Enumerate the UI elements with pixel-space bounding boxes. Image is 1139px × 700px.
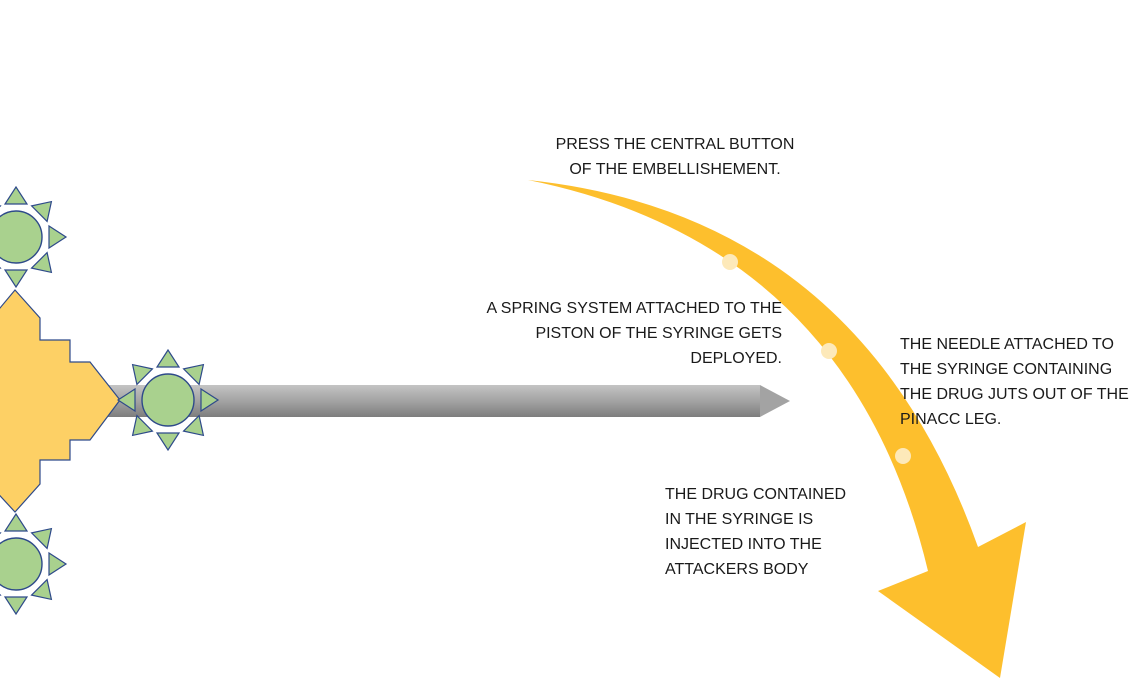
- arrow-dot-3: [895, 448, 911, 464]
- step-4-label: THE DRUG CONTAINED IN THE SYRINGE IS INJ…: [665, 486, 847, 578]
- gear-spike: [48, 224, 68, 250]
- arrow-dot-2: [821, 343, 837, 359]
- gear-bottom: [0, 512, 68, 616]
- step-2-label: A SPRING SYSTEM ATTACHED TO THE PISTON O…: [486, 300, 782, 367]
- gear-spike: [116, 387, 136, 413]
- gear-spike: [48, 551, 68, 577]
- gear-spike: [131, 414, 154, 437]
- gear-spike: [131, 363, 154, 386]
- gear-spike: [155, 348, 181, 368]
- step-3-label: THE NEEDLE ATTACHED TO THE SYRINGE CONTA…: [900, 336, 1129, 428]
- gear-spike: [3, 512, 29, 532]
- gear-middle: [116, 348, 220, 452]
- gear-spike: [155, 432, 181, 452]
- step-1-label: PRESS THE CENTRAL BUTTON OF THE EMBELLIS…: [555, 136, 795, 178]
- gear-spike: [30, 527, 53, 550]
- gear-hub: [0, 537, 43, 591]
- needle-tip: [760, 385, 790, 417]
- gear-spike: [3, 596, 29, 616]
- gear-hub: [0, 210, 43, 264]
- gear-spike: [30, 251, 53, 274]
- gear-spike: [182, 363, 205, 386]
- gear-spike: [30, 578, 53, 601]
- gear-spike: [182, 414, 205, 437]
- curved-process-arrow: [528, 180, 1026, 678]
- gear-spike: [3, 185, 29, 205]
- gear-spike: [200, 387, 220, 413]
- arrow-dot-1: [722, 254, 738, 270]
- gear-spike: [30, 200, 53, 223]
- gear-top: [0, 185, 68, 289]
- leg-body: [0, 289, 121, 513]
- gear-hub: [141, 373, 195, 427]
- gear-spike: [3, 269, 29, 289]
